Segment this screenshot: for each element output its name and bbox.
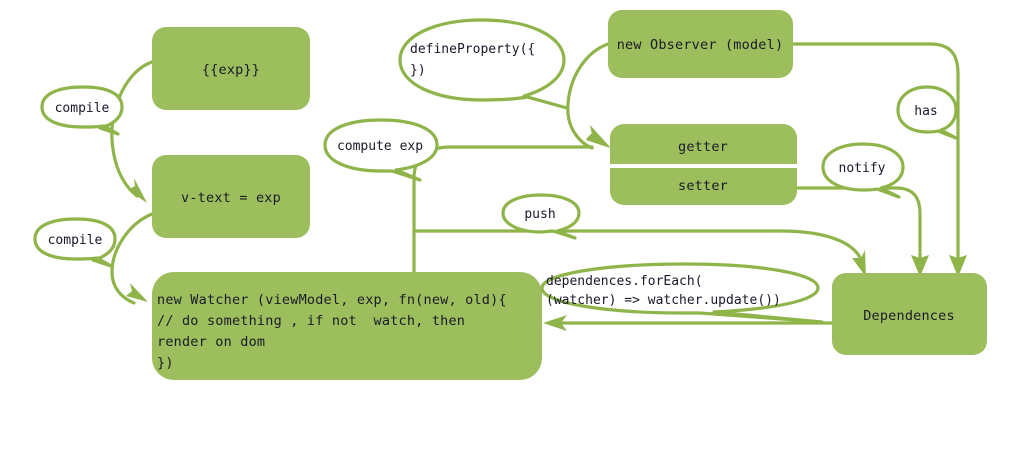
callout-notify-label: notify [839, 161, 886, 176]
node-dependences-rect[interactable] [832, 273, 987, 355]
node-vtext-label: v-text = exp [181, 190, 281, 206]
callout-notify: notify [821, 142, 905, 199]
edge-compute-exp-watcher-to-getter [412, 125, 610, 274]
callout-compile-bottom-label: compile [48, 233, 103, 248]
edge-compile-exp-to-vtext [110, 60, 154, 203]
callout-define-property: defineProperty({ }) [398, 18, 569, 110]
node-observer-rect[interactable] [608, 10, 793, 78]
node-observer-label: new Observer (model) [617, 37, 784, 53]
edge-foreach-dependences-to-watcher [543, 315, 834, 331]
node-dependences-label: Dependences [863, 308, 955, 324]
callout-foreach-line-1: dependences.forEach( [546, 274, 703, 289]
node-dependences[interactable]: Dependences [832, 273, 987, 355]
node-watcher-line-2: // do something , if not watch, then [157, 313, 465, 329]
edge-compile-vtext-to-watcher [110, 212, 154, 305]
node-exp[interactable]: {{exp}} [152, 27, 310, 110]
node-setter-label: setter [678, 178, 728, 194]
node-watcher-line-4: }) [157, 355, 174, 371]
callout-compile-top-label: compile [55, 101, 110, 116]
callout-foreach: dependences.forEach( (watcher) => watche… [540, 262, 824, 324]
edge-has-observer-to-dependences [791, 42, 967, 277]
callout-define-property-line-1: defineProperty({ [410, 42, 535, 57]
callout-has-label: has [914, 104, 937, 119]
callout-push: push [501, 193, 581, 240]
node-watcher-line-1: new Watcher (viewModel, exp, fn(new, old… [157, 292, 507, 308]
edge-push-watcher-to-dependences [412, 229, 866, 277]
edge-define-property-observer-to-getter [566, 42, 610, 150]
callout-has: has [896, 85, 958, 140]
node-watcher-rect[interactable] [152, 272, 542, 380]
node-observer[interactable]: new Observer (model) [608, 10, 793, 78]
node-watcher[interactable]: new Watcher (viewModel, exp, fn(new, old… [152, 272, 542, 380]
node-exp-label: {{exp}} [202, 62, 260, 78]
edge-notify-setter-to-dependences [795, 186, 929, 277]
node-getter-setter[interactable]: getter setter [610, 124, 797, 205]
callout-compile-bottom: compile [33, 217, 117, 268]
callout-compute-exp: compute exp [323, 118, 439, 182]
node-vtext-rect[interactable] [152, 155, 310, 238]
node-getter-label: getter [678, 139, 728, 155]
node-vtext[interactable]: v-text = exp [152, 155, 310, 238]
node-watcher-line-3: render on dom [157, 334, 265, 350]
node-exp-rect[interactable] [152, 27, 310, 110]
callout-compile-top: compile [40, 85, 124, 136]
callout-compute-exp-label: compute exp [337, 139, 423, 154]
callout-push-label: push [524, 207, 555, 222]
callout-define-property-line-2: }) [410, 63, 426, 78]
callout-foreach-line-2: (watcher) => watcher.update()) [546, 293, 781, 308]
